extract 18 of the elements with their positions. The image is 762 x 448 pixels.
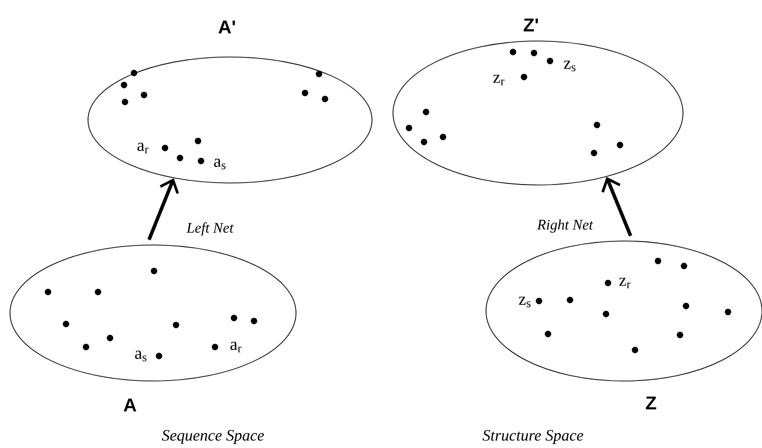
caption: Sequence Space (162, 430, 264, 444)
set-label: A (124, 398, 136, 412)
point-label: a$_{r}$ (230, 342, 242, 352)
edge-label: Left Net (186, 222, 234, 236)
point-label: a$_{r}$ (137, 142, 148, 154)
edge-label: Right Net (537, 219, 594, 233)
point-label: z$_{s}$ (564, 60, 576, 72)
point-label: z$_{r}$ (493, 74, 504, 86)
point-label: z$_{r}$ (619, 278, 630, 288)
double-arrow (147, 178, 179, 240)
caption: Structure Space (482, 430, 584, 444)
double-arrow (601, 176, 632, 236)
set-label: A' (218, 20, 235, 34)
set-label: Z (646, 396, 656, 410)
point-label: z$_{s}$ (518, 296, 530, 308)
point-label: a$_{s}$ (214, 158, 226, 170)
set-label: Z' (524, 18, 538, 32)
point-label: a$_{s}$ (135, 350, 146, 362)
